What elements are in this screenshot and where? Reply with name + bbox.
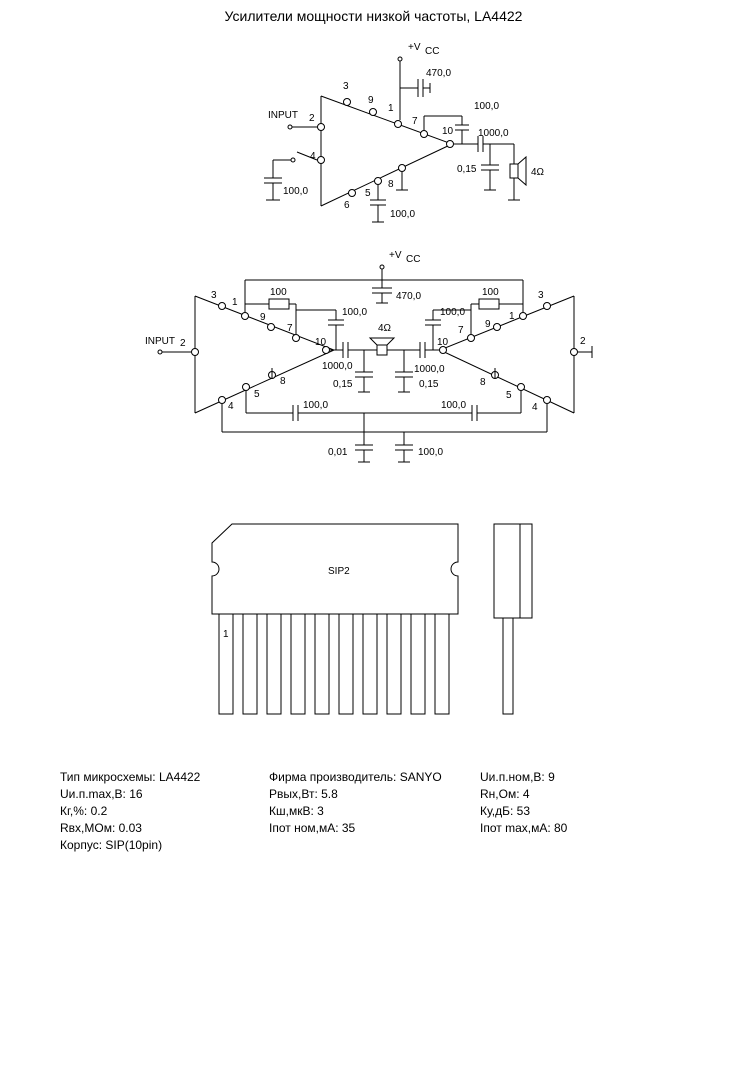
svg-text:0,15: 0,15	[419, 379, 439, 390]
resistor-right	[478, 298, 500, 310]
pin-3	[343, 98, 351, 106]
speaker-icon	[509, 163, 519, 179]
page-title: Усилители мощности низкой частоты, LA442…	[224, 8, 523, 24]
svg-text:0,15: 0,15	[333, 379, 353, 390]
svg-text:6: 6	[344, 200, 350, 211]
spec-gain: Ку,дБ: 53	[480, 804, 531, 818]
svg-text:3: 3	[211, 290, 217, 301]
svg-text:8: 8	[480, 377, 486, 388]
svg-text:1000,0: 1000,0	[478, 128, 509, 139]
svg-text:CC: CC	[406, 254, 420, 265]
circuit-2-bridge-amplifier	[157, 264, 593, 463]
spec-manufacturer: Фирма производитель: SANYO	[269, 770, 442, 784]
svg-text:0,15: 0,15	[457, 164, 477, 175]
svg-text:2: 2	[580, 336, 586, 347]
svg-text:470,0: 470,0	[426, 68, 451, 79]
svg-text:3: 3	[343, 81, 349, 92]
spec-rload: Rн,Ом: 4	[480, 787, 530, 801]
svg-text:4: 4	[228, 401, 234, 412]
pin-10	[446, 140, 454, 148]
svg-text:9: 9	[485, 319, 491, 330]
svg-text:3: 3	[538, 290, 544, 301]
spec-iq-max: Iпот max,мА: 80	[480, 821, 568, 835]
svg-text:10: 10	[442, 126, 454, 137]
package-leads	[218, 613, 450, 715]
pin-7	[420, 130, 428, 138]
pin-1	[394, 120, 402, 128]
svg-text:1: 1	[509, 311, 515, 322]
svg-text:10: 10	[437, 337, 449, 348]
pin-2	[317, 123, 325, 131]
svg-text:100,0: 100,0	[303, 400, 328, 411]
svg-text:7: 7	[412, 116, 418, 127]
spec-iq-nom: Iпот ном,мА: 35	[269, 821, 356, 835]
package-side-view	[493, 523, 533, 619]
svg-text:100,0: 100,0	[474, 101, 499, 112]
sip2-package-drawing	[211, 523, 533, 715]
pin-8	[398, 164, 406, 172]
specs-column-2: Фирма производитель: SANYO Pвых,Вт: 5.8 …	[269, 769, 442, 837]
svg-text:4Ω: 4Ω	[378, 323, 392, 334]
spec-vnom: Uи.п.ном,В: 9	[480, 770, 555, 784]
svg-text:0,01: 0,01	[328, 447, 348, 458]
svg-text:100,0: 100,0	[283, 186, 308, 197]
c2-input-label: INPUT	[145, 336, 175, 347]
svg-text:5: 5	[254, 389, 260, 400]
svg-text:1: 1	[232, 297, 238, 308]
spec-chip-type: Тип микросхемы: LA4422	[60, 770, 201, 784]
svg-text:4: 4	[532, 402, 538, 413]
svg-text:9: 9	[260, 312, 266, 323]
svg-text:100,0: 100,0	[441, 400, 466, 411]
c2-vcc: +V	[389, 250, 402, 261]
package-label: SIP2	[328, 566, 350, 577]
c1-input-label: INPUT	[268, 110, 298, 121]
svg-text:100,0: 100,0	[440, 307, 465, 318]
spec-rin: Rвх,МОм: 0.03	[60, 821, 142, 835]
svg-text:1000,0: 1000,0	[322, 361, 353, 372]
svg-text:10: 10	[315, 337, 327, 348]
speaker-icon	[376, 344, 388, 356]
svg-text:8: 8	[388, 179, 394, 190]
c1-vcc: +V	[408, 42, 421, 53]
svg-text:2: 2	[180, 338, 186, 349]
spec-noise: Кш,мкВ: 3	[269, 804, 324, 818]
pin-9	[369, 108, 377, 116]
svg-text:100: 100	[482, 287, 499, 298]
specs-column-3: Uи.п.ном,В: 9 Rн,Ом: 4 Ку,дБ: 53 Iпот ma…	[480, 769, 567, 837]
svg-text:100: 100	[270, 287, 287, 298]
svg-text:5: 5	[506, 390, 512, 401]
pin-5	[374, 177, 382, 185]
svg-text:4Ω: 4Ω	[531, 167, 545, 178]
svg-text:4: 4	[310, 151, 316, 162]
spec-pout: Pвых,Вт: 5.8	[269, 787, 338, 801]
svg-text:1: 1	[388, 103, 394, 114]
spec-thd: Кг,%: 0.2	[60, 804, 108, 818]
package-body	[211, 523, 459, 615]
spec-vmax: Uи.п.max,В: 16	[60, 787, 143, 801]
circuit-1-single-amplifier	[264, 56, 527, 223]
pin-4	[317, 156, 325, 164]
resistor-left	[268, 298, 290, 310]
pin1-label: 1	[223, 629, 229, 640]
svg-text:2: 2	[309, 113, 315, 124]
svg-text:7: 7	[287, 323, 293, 334]
svg-text:7: 7	[458, 325, 464, 336]
svg-text:9: 9	[368, 95, 374, 106]
svg-text:1000,0: 1000,0	[414, 364, 445, 375]
svg-text:100,0: 100,0	[342, 307, 367, 318]
specs-column-1: Тип микросхемы: LA4422 Uи.п.max,В: 16 Кг…	[60, 769, 200, 854]
pin-6	[348, 189, 356, 197]
svg-text:8: 8	[280, 376, 286, 387]
svg-text:470,0: 470,0	[396, 291, 421, 302]
svg-text:5: 5	[365, 188, 371, 199]
svg-text:CC: CC	[425, 46, 439, 57]
amp-triangle	[320, 95, 454, 207]
svg-text:100,0: 100,0	[418, 447, 443, 458]
svg-text:100,0: 100,0	[390, 209, 415, 220]
spec-package: Корпус: SIP(10pin)	[60, 838, 163, 852]
